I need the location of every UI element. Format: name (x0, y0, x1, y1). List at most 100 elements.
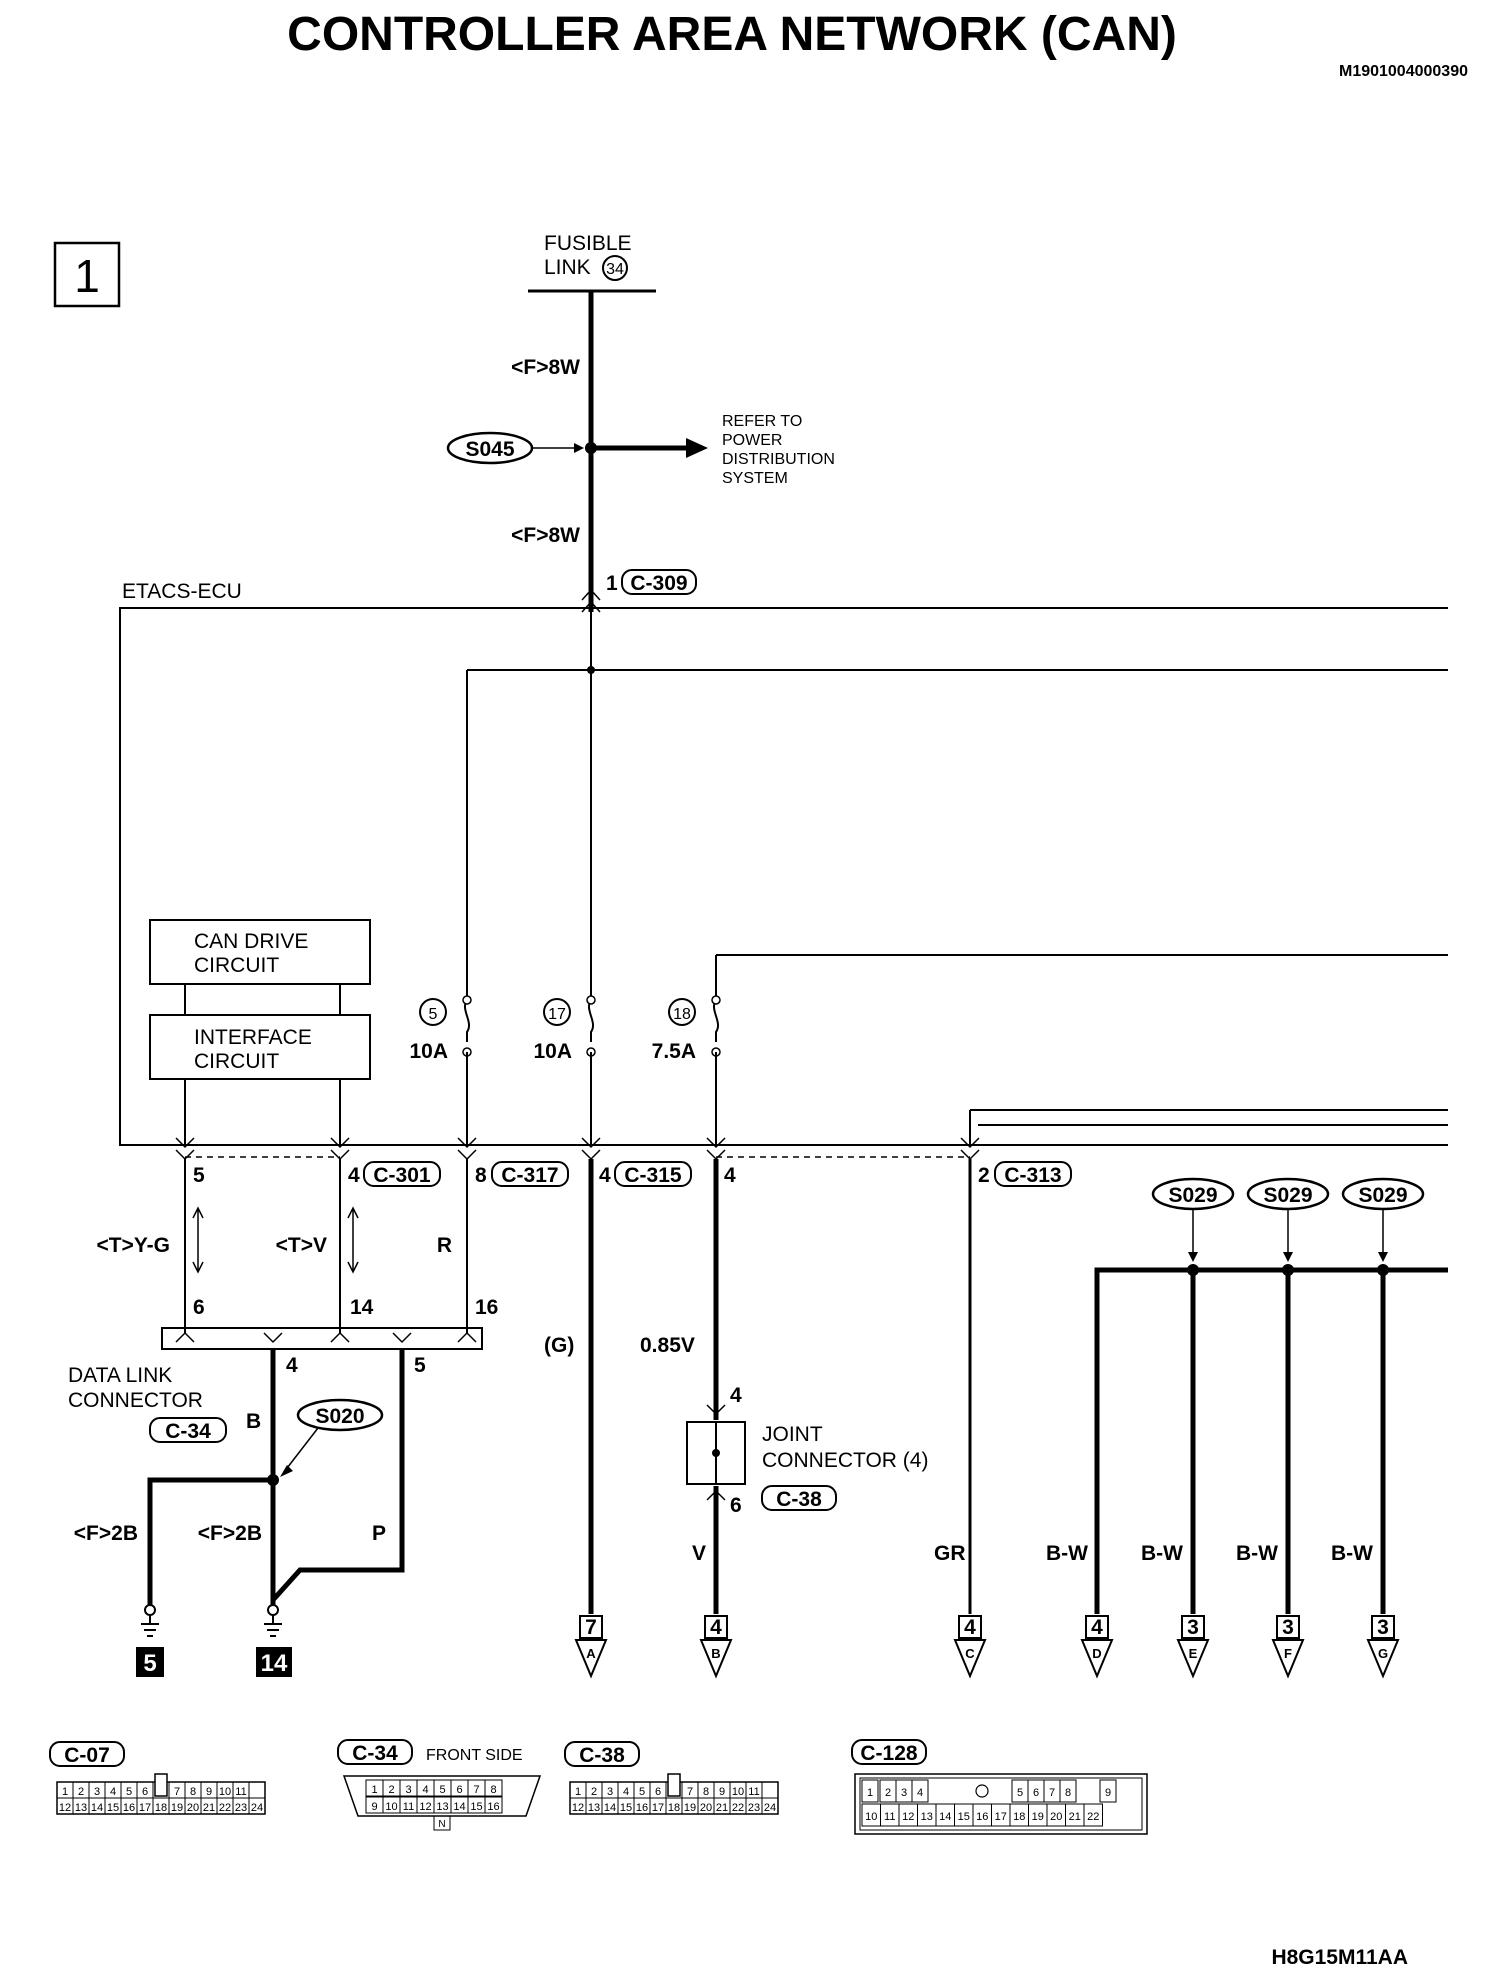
can-h-bidirectional-arrow (192, 1206, 204, 1274)
c34-pin-number: 11 (403, 1801, 414, 1813)
ground-5-badge (136, 1647, 164, 1677)
c38-pin-number: 14 (604, 1802, 616, 1814)
dlc-label-line-2: CONNECTOR (68, 1389, 203, 1412)
c38-pin-number: 3 (607, 1786, 613, 1798)
c34-key-label: N (438, 1819, 445, 1830)
continuation-a-letter: A (586, 1646, 596, 1661)
c38-pin-number: 12 (572, 1802, 584, 1814)
c309-pin-mark (581, 588, 601, 613)
c07-pin-number: 2 (78, 1786, 84, 1798)
c128-pin-number: 9 (1105, 1787, 1111, 1799)
fusible-link-number: 34 (606, 261, 624, 278)
c07-pin-number: 17 (139, 1802, 151, 1814)
fuse-18-symbol (713, 999, 719, 1042)
dlc-pin-markers (175, 1331, 477, 1344)
c317-box (491, 1161, 569, 1187)
dlc-pin-14: 14 (350, 1296, 374, 1319)
ground-5-terminal (144, 1604, 156, 1616)
splice-s045-label: S045 (465, 438, 514, 461)
c38-pin-number: 1 (575, 1786, 581, 1798)
c07-pin-number: 18 (155, 1802, 167, 1814)
fuse-18-top-contact (711, 995, 721, 1005)
fuse-17-symbol (588, 999, 594, 1042)
wire-color-v: V (692, 1542, 706, 1565)
c07-pin-number: 7 (174, 1786, 180, 1798)
fuse-5-rating: 10A (409, 1040, 448, 1063)
wire-color-bw-2: B-W (1141, 1542, 1183, 1565)
c38-face-name: C-38 (579, 1744, 625, 1767)
c34-pin-number: 6 (456, 1784, 462, 1796)
c34-pin-number: 14 (453, 1801, 465, 1813)
c315-label: C-315 (624, 1164, 682, 1187)
c128-pin-number: 14 (939, 1811, 951, 1823)
splice-s029-dot-2 (1282, 1264, 1294, 1276)
wire-color-bw-3: B-W (1236, 1542, 1278, 1565)
c128-pin-number: 22 (1087, 1811, 1099, 1823)
fuse-17-number: 17 (548, 1006, 566, 1023)
splice-s029-arrow-heads (1188, 1252, 1388, 1262)
wire-color-t-yg: <T>Y-G (96, 1234, 170, 1257)
splice-s020-arrow-head (280, 1465, 293, 1477)
c38-pin-number: 13 (588, 1802, 600, 1814)
c38-pin-number: 15 (620, 1802, 632, 1814)
c07-pin-number: 20 (187, 1802, 199, 1814)
page-number: 1 (74, 250, 100, 302)
c38-pin-number: 9 (719, 1786, 725, 1798)
c38-pin-number: 7 (687, 1786, 693, 1798)
wire-color-f-8w-top: <F>8W (511, 356, 580, 379)
c34-front-side-note: FRONT SIDE (426, 1747, 523, 1764)
c38-pin-number: 17 (652, 1802, 664, 1814)
c07-pin-number: 13 (75, 1802, 87, 1814)
c128-pin-number: 19 (1032, 1811, 1044, 1823)
c34-pin-number: 13 (436, 1801, 448, 1813)
joint-pin4-mark (706, 1404, 726, 1416)
c34-box (149, 1417, 227, 1443)
c38-pin-number: 22 (732, 1802, 744, 1814)
c07-pin-number: 4 (110, 1786, 116, 1798)
c128-pin-number: 7 (1049, 1787, 1055, 1799)
continuation-g[interactable]: 3 G (1366, 1615, 1400, 1679)
c34-pin-number: 2 (388, 1784, 394, 1796)
ecu-pin-4-c315: 4 (599, 1164, 611, 1187)
continuation-d[interactable]: 4 D (1080, 1615, 1114, 1679)
c38-cavity (761, 1797, 779, 1815)
c34-pin-number: 10 (385, 1801, 397, 1813)
splice-s020-arrow (283, 1427, 319, 1473)
c38-pin-number: 23 (748, 1802, 760, 1814)
wire-color-085v: 0.85V (640, 1334, 695, 1357)
data-link-connector-body (161, 1327, 483, 1350)
c07-pin-number: 5 (126, 1786, 132, 1798)
can-l-bidirectional-arrow (347, 1206, 359, 1274)
fuse-18-number: 18 (673, 1006, 691, 1023)
c38-pin-number: 24 (764, 1802, 776, 1814)
c128-inner (859, 1777, 1143, 1831)
c128-cavity (1099, 1779, 1117, 1803)
wire-color-r: R (437, 1234, 452, 1257)
continuation-a[interactable]: 7 A (574, 1615, 608, 1679)
continuation-e[interactable]: 3 E (1176, 1615, 1210, 1679)
wire-color-g: (G) (544, 1334, 574, 1357)
continuation-a-page: 7 (585, 1616, 597, 1639)
wire-color-b: B (246, 1410, 261, 1433)
continuation-c[interactable]: 4 C (953, 1615, 987, 1679)
c38-pin-number: 2 (591, 1786, 597, 1798)
c38-pin-number: 16 (636, 1802, 648, 1814)
c07-pin-number: 14 (91, 1802, 103, 1814)
c38-pin-number: 21 (716, 1802, 728, 1814)
c07-name: C-07 (64, 1744, 110, 1767)
c309-label: C-309 (630, 572, 687, 595)
fuse-17-rating: 10A (533, 1040, 572, 1063)
continuation-f[interactable]: 3 F (1271, 1615, 1305, 1679)
c07-pin-number: 22 (219, 1802, 231, 1814)
fusible-link-label-1: FUSIBLE (544, 232, 632, 255)
continuation-f-page: 3 (1282, 1616, 1294, 1639)
refer-to-line-4: SYSTEM (722, 470, 788, 487)
continuation-b[interactable]: 4 B (699, 1615, 733, 1679)
splice-s029-label-3: S029 (1358, 1184, 1407, 1207)
c301-box (363, 1161, 441, 1187)
joint-connector-dot (712, 1449, 720, 1457)
c309-pin: 1 (606, 572, 618, 595)
wire-f-2b-left-path (147, 1477, 273, 1605)
ecu-pin-markers (175, 1137, 980, 1161)
